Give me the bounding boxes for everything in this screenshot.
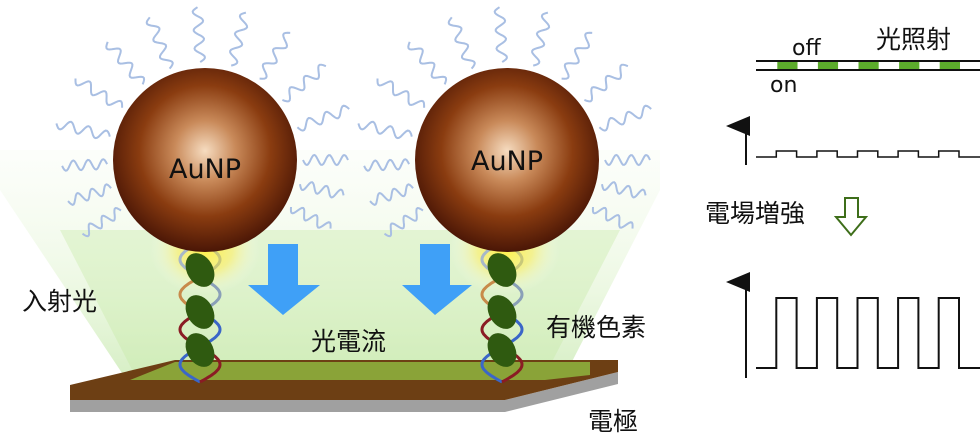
- pulse-on-segment: [777, 62, 798, 69]
- wavy-strand: [357, 120, 413, 140]
- wavy-strand: [67, 183, 112, 207]
- wavy-strand: [376, 78, 426, 108]
- wavy-strand: [604, 153, 651, 167]
- wavy-strand: [407, 41, 448, 85]
- pulse-off-segment: [919, 62, 940, 69]
- wavy-strand: [531, 11, 551, 67]
- wavy-strand: [191, 6, 206, 63]
- wavy-strand: [61, 158, 108, 172]
- field-enhancement-label: 電場増強: [705, 199, 805, 228]
- particle-label-1: AuNP: [169, 154, 241, 185]
- wavy-strand: [105, 41, 146, 85]
- strong-photocurrent-signal: [756, 297, 980, 369]
- pulse-on-segment: [817, 62, 839, 69]
- light-irradiation-label: 光照射: [876, 25, 951, 54]
- particle-label-2: AuNP: [471, 146, 543, 177]
- organic-dye-molecule: [185, 253, 215, 287]
- organic-dye-molecule: [487, 333, 517, 367]
- incident-light-label: 入射光: [22, 287, 97, 316]
- wavy-strand: [493, 6, 508, 63]
- wavy-strand: [302, 153, 349, 167]
- wavy-strand: [598, 104, 652, 132]
- pulse-on-segment: [899, 62, 920, 69]
- gold-nanoparticle-1: [113, 68, 297, 252]
- wavy-strand: [282, 63, 327, 103]
- wavy-strand: [369, 183, 414, 207]
- wavy-strand: [74, 78, 124, 108]
- wavy-strand: [447, 16, 476, 70]
- pulse-off-segment: [960, 62, 980, 69]
- wavy-strand: [601, 181, 647, 199]
- photocurrent-arrow-1: [248, 244, 320, 315]
- organic-dye-molecule: [185, 333, 215, 367]
- organic-dye-molecule: [487, 295, 517, 329]
- electrode: [70, 360, 618, 412]
- wavy-strand: [259, 31, 291, 80]
- light-irradiation-panel: 光照射 off on: [756, 25, 980, 98]
- wavy-strand: [363, 158, 410, 172]
- wavy-strand: [229, 11, 249, 67]
- molecular-strands-decoration: [55, 6, 652, 238]
- wavy-strand: [55, 120, 111, 140]
- organic-dye-molecule: [487, 253, 517, 287]
- wavy-strand: [81, 206, 122, 238]
- photocurrent-label: 光電流: [311, 327, 386, 356]
- electrode-label: 電極: [588, 407, 638, 436]
- off-label: off: [792, 36, 821, 61]
- on-label: on: [770, 73, 797, 98]
- wavy-strand: [561, 31, 593, 80]
- dna-helix-2: [480, 240, 524, 384]
- organic-dye-molecule: [185, 295, 215, 329]
- electrode-side: [70, 372, 618, 412]
- wavy-strand: [299, 181, 345, 199]
- wavy-strand: [584, 63, 629, 103]
- dye-layer: [130, 362, 590, 380]
- wavy-strand: [296, 104, 350, 132]
- pulse-on-segment: [858, 62, 879, 69]
- pulse-on-segment: [939, 62, 960, 69]
- pulse-off-segment: [838, 62, 859, 69]
- pulse-off-segment: [797, 62, 818, 69]
- wavy-strand: [289, 206, 332, 229]
- wavy-strand: [383, 206, 424, 238]
- wavy-strand: [145, 16, 174, 70]
- organic-dye-label: 有機色素: [546, 313, 646, 342]
- pulse-off-segment: [757, 62, 778, 69]
- weak-photocurrent-signal: [756, 150, 980, 158]
- pulse-off-segment: [878, 62, 900, 69]
- photocurrent-arrow-2: [402, 244, 472, 315]
- enhancement-arrow-icon: [833, 197, 869, 237]
- gold-nanoparticle-2: [415, 68, 599, 252]
- wavy-strand: [591, 206, 634, 229]
